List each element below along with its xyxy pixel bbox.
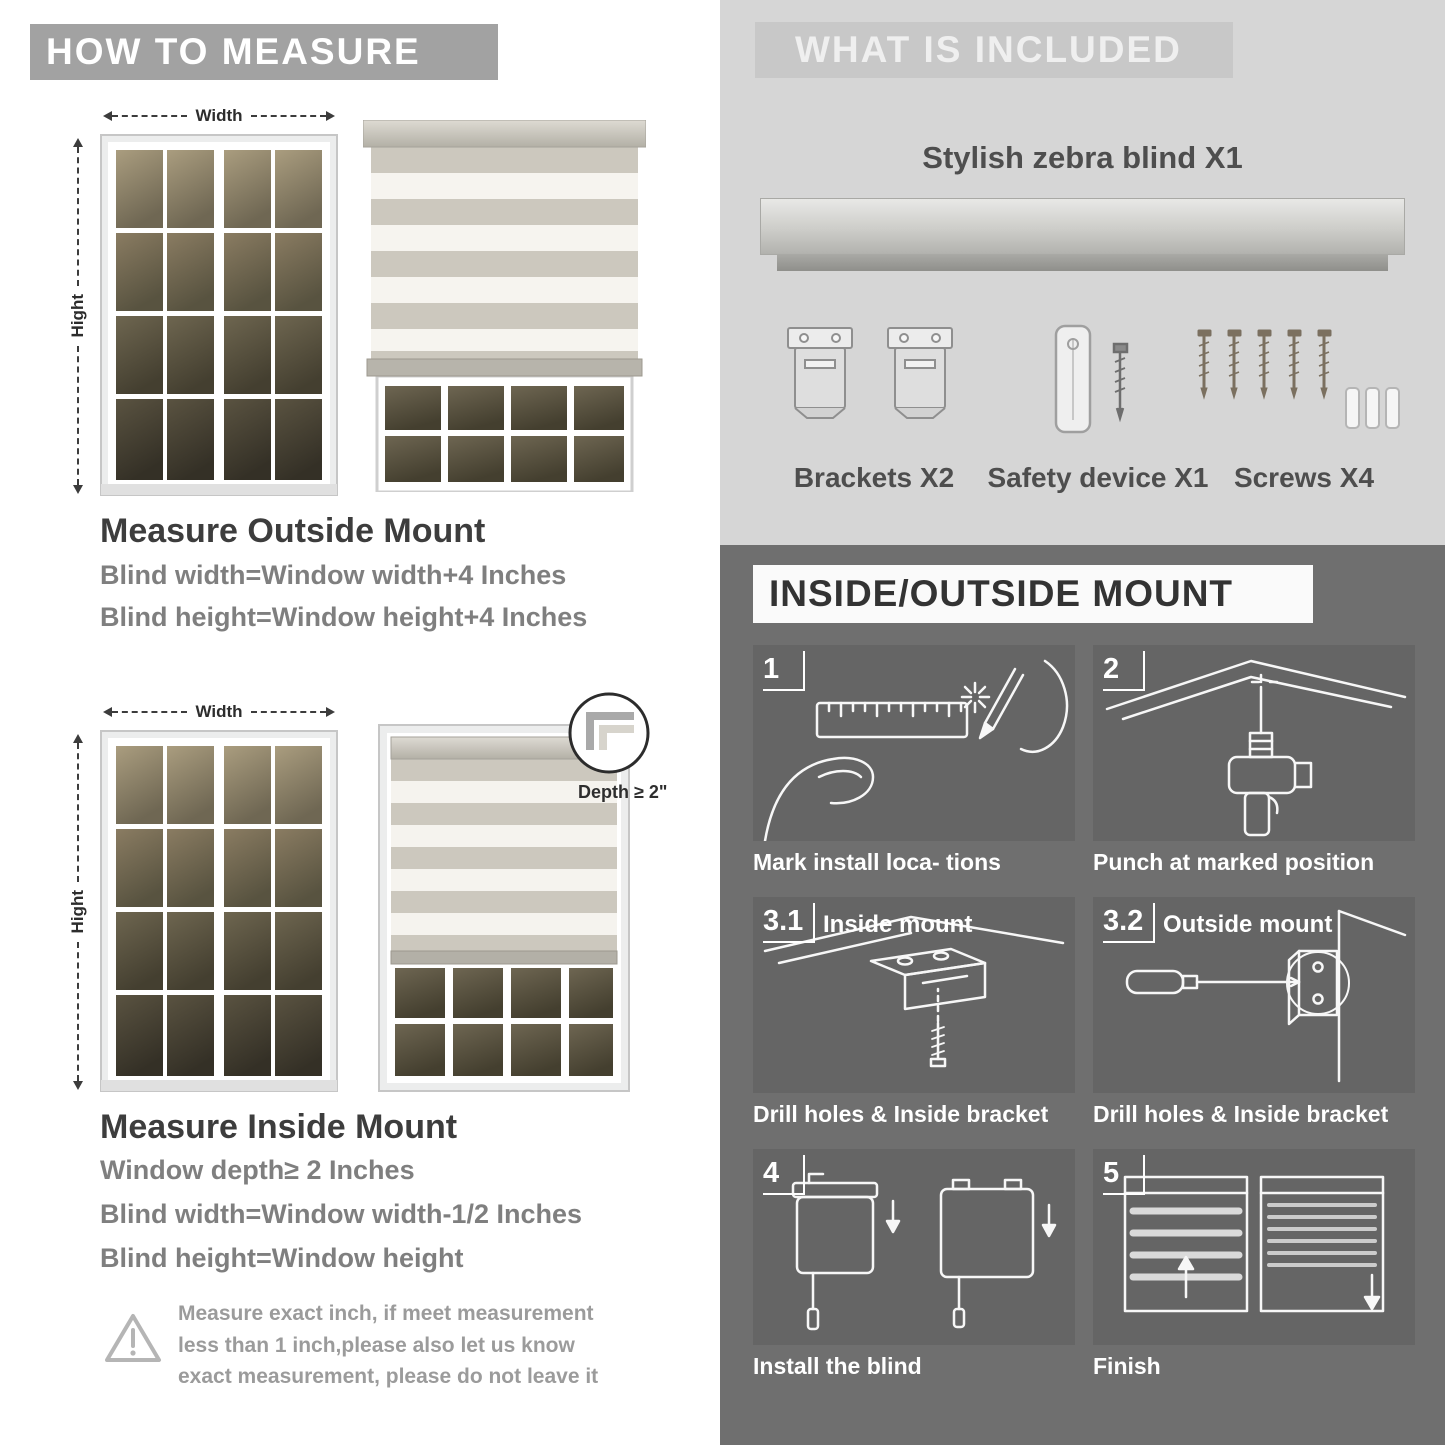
width-label: Width <box>195 106 243 125</box>
width-arrow: Width <box>103 702 335 722</box>
install-blind-illustration <box>791 1172 1057 1331</box>
measurement-line: Blind height=Window height+4 Inches <box>100 602 588 632</box>
what-is-included-panel: WHAT IS INCLUDED Stylish zebra blind X1 <box>720 0 1445 545</box>
depth-callout-label: Depth ≥ 2" <box>578 782 668 802</box>
step-caption: Install the blind <box>753 1353 922 1379</box>
window-illustration <box>100 134 338 496</box>
step-caption: Mark install loca- tions <box>753 849 1001 875</box>
drill-illustration <box>1105 659 1407 837</box>
step-badge: 3.1 <box>763 903 816 943</box>
mount-header: INSIDE/OUTSIDE MOUNT <box>753 565 1313 623</box>
height-arrow: Hight <box>68 138 88 494</box>
zebra-blind-inside-illustration <box>378 724 630 1092</box>
mount-panel: INSIDE/OUTSIDE MOUNT 1 Mark install loca… <box>720 545 1445 1445</box>
step-badge: 3.2 <box>1103 903 1156 943</box>
step-cell-5: 5 <box>1093 1149 1415 1345</box>
step-title: Outside mount <box>1163 911 1333 938</box>
height-label: Hight <box>68 890 87 934</box>
measurement-line: Window depth≥ 2 Inches <box>100 1155 415 1185</box>
step-title: Inside mount <box>823 911 973 938</box>
mark-location-illustration <box>763 659 1069 841</box>
item-label: Brackets X2 <box>793 462 955 493</box>
step-caption: Drill holes & Inside bracket <box>753 1101 1049 1127</box>
arrow-up-icon <box>73 138 83 147</box>
step-cell-2: 2 <box>1093 645 1415 841</box>
step-caption: Finish <box>1093 1353 1161 1379</box>
what-is-included-header: WHAT IS INCLUDED <box>755 22 1233 78</box>
arrow-left-icon <box>103 111 112 121</box>
arrow-down-icon <box>73 1081 83 1090</box>
outside-bracket-illustration <box>1125 909 1407 1083</box>
how-to-measure-title: HOW TO MEASURE <box>46 31 421 72</box>
step-caption: Punch at marked position <box>1093 849 1375 875</box>
outside-mount-title: Measure Outside Mount <box>100 512 486 550</box>
width-label: Width <box>195 702 243 721</box>
step-badge: 2 <box>1103 651 1145 691</box>
mount-header-title: INSIDE/OUTSIDE MOUNT <box>769 573 1234 614</box>
measurement-note: Measure exact inch, if meet measurement … <box>178 1302 599 1388</box>
arrow-right-icon <box>326 111 335 121</box>
height-arrow: Hight <box>68 734 88 1090</box>
blind-count-label: Stylish zebra blind X1 <box>922 140 1243 175</box>
headrail-illustration <box>760 198 1405 255</box>
screws-icon <box>1197 329 1400 429</box>
item-label: Screws X4 <box>1233 462 1375 493</box>
arrow-up-icon <box>73 734 83 743</box>
step-caption: Drill holes & Inside bracket <box>1093 1101 1389 1127</box>
item-label: Safety device X1 <box>987 462 1209 493</box>
safety-device-icon <box>1054 324 1129 434</box>
step-cell-3-1: 3.1 Inside mount <box>753 897 1075 1093</box>
step-badge: 1 <box>763 651 805 691</box>
what-is-included-title: WHAT IS INCLUDED <box>795 29 1182 70</box>
height-label: Hight <box>68 294 87 338</box>
arrow-left-icon <box>103 707 112 717</box>
measurement-line: Blind width=Window width-1/2 Inches <box>100 1199 583 1229</box>
step-cell-4: 4 <box>753 1149 1075 1345</box>
arrow-down-icon <box>73 485 83 494</box>
brackets-icon <box>787 327 953 419</box>
finish-illustration <box>1123 1175 1385 1313</box>
width-arrow: Width <box>103 106 335 126</box>
depth-callout <box>568 692 650 774</box>
inside-bracket-illustration <box>763 915 1065 1068</box>
arrow-right-icon <box>326 707 335 717</box>
warning-icon <box>105 1314 161 1362</box>
window-illustration <box>100 730 338 1092</box>
step-badge: 4 <box>763 1155 805 1195</box>
how-to-measure-header: HOW TO MEASURE <box>30 24 498 80</box>
step-cell-1: 1 <box>753 645 1075 841</box>
headrail-lip <box>777 255 1388 271</box>
step-badge: 5 <box>1103 1155 1145 1195</box>
zebra-blind-outside-illustration <box>363 120 646 492</box>
step-cell-3-2: 3.2 Outside mount <box>1093 897 1415 1093</box>
measurement-line: Blind width=Window width+4 Inches <box>100 560 567 590</box>
inside-mount-title: Measure Inside Mount <box>100 1108 458 1146</box>
measurement-line: Blind height=Window height <box>100 1243 464 1273</box>
